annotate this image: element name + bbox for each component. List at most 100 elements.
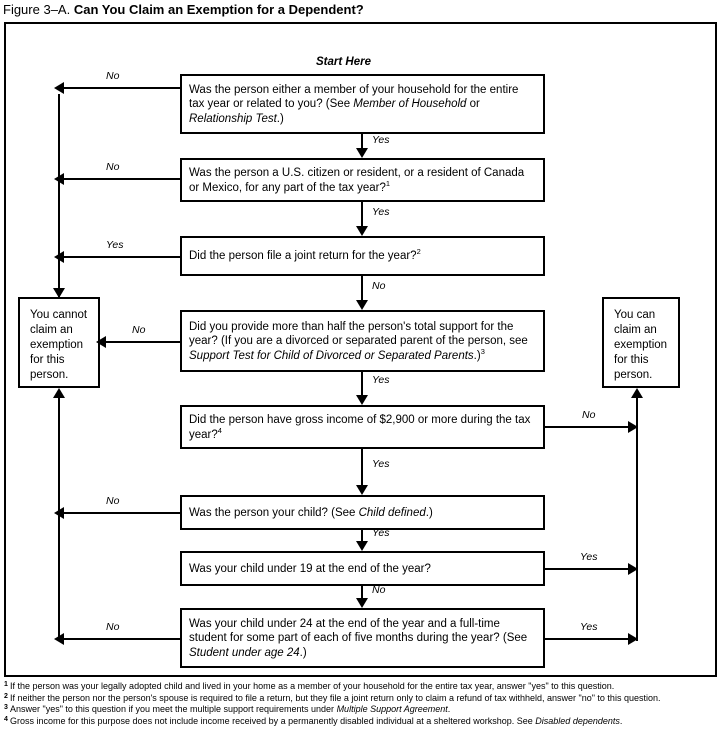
edge-q6-no-line xyxy=(64,512,180,514)
edge-q4-yes-arrow xyxy=(356,395,368,405)
figure-caption: Can You Claim an Exemption for a Depende… xyxy=(73,2,364,17)
can-claim-text: You can claim an exemption for this pers… xyxy=(614,309,668,381)
question-box-citizen-or-resident[interactable]: Was the person a U.S. citizen or residen… xyxy=(180,158,545,202)
footnote-4-text-part1: Gross income for this purpose does not i… xyxy=(10,715,536,726)
edge-q3-no-line xyxy=(361,276,363,300)
q8-text-part2: .) xyxy=(299,646,307,659)
left-rail-arrow-into-cannot-top xyxy=(53,288,65,298)
q7-text: Was your child under 19 at the end of th… xyxy=(189,562,431,575)
q6-text-part1: Was the person your child? (See xyxy=(189,506,359,519)
terminal-box-can-claim[interactable]: You can claim an exemption for this pers… xyxy=(602,297,680,388)
question-box-support-test[interactable]: Did you provide more than half the perso… xyxy=(180,310,545,372)
question-box-person-your-child[interactable]: Was the person your child? (See Child de… xyxy=(180,495,545,530)
edge-q2-yes-arrow xyxy=(356,226,368,236)
edge-q5-no-arrow xyxy=(628,421,638,433)
footnote-4-italic-disabled-dependents: Disabled dependents xyxy=(535,715,620,726)
q4-text-part2: .) xyxy=(473,349,481,362)
q1-italic-member-of-household: Member of Household xyxy=(353,98,467,111)
left-rail-upper xyxy=(58,94,60,299)
edge-q5-yes-line xyxy=(361,449,363,485)
edge-label-q4-no: No xyxy=(132,324,146,336)
q2-text: Was the person a U.S. citizen or residen… xyxy=(189,167,525,194)
question-box-child-under-24-student[interactable]: Was your child under 24 at the end of th… xyxy=(180,608,545,668)
footnote-2-marker: 2 xyxy=(4,692,8,700)
edge-q3-yes-line xyxy=(64,256,180,258)
edge-label-q5-no: No xyxy=(582,409,596,421)
q1-text-part3: .) xyxy=(276,112,284,125)
edge-label-q8-no: No xyxy=(106,621,120,633)
edge-q4-no-arrow xyxy=(96,336,106,348)
footnote-4: 4 Gross income for this purpose does not… xyxy=(4,716,718,728)
page-title: Figure 3–A. Can You Claim an Exemption f… xyxy=(3,2,713,20)
q3-footnote-ref: 2 xyxy=(416,247,421,257)
footnote-4-text-part2: . xyxy=(619,715,623,726)
edge-label-q2-yes: Yes xyxy=(372,206,390,218)
edge-label-q8-yes: Yes xyxy=(580,621,598,633)
edge-label-q3-yes: Yes xyxy=(106,239,124,251)
footnote-3: 3 Answer "yes" to this question if you m… xyxy=(4,704,718,716)
edge-q5-no-line xyxy=(545,426,630,428)
footnote-1-marker: 1 xyxy=(4,681,8,688)
edge-q7-no-line xyxy=(361,586,363,598)
edge-q5-yes-arrow xyxy=(356,485,368,495)
question-box-child-under-19[interactable]: Was your child under 19 at the end of th… xyxy=(180,551,545,586)
q6-italic-child-defined: Child defined xyxy=(358,506,426,519)
footnote-3-text-part2: . xyxy=(447,704,451,715)
edge-q7-yes-arrow xyxy=(628,563,638,575)
q1-text-part1: Was the person either a member of your h… xyxy=(189,83,519,111)
footnote-2-text: If neither the person nor the person's s… xyxy=(10,692,661,703)
q1-italic-relationship-test: Relationship Test xyxy=(189,112,277,125)
edge-q1-yes-arrow xyxy=(356,148,368,158)
edge-label-q6-yes: Yes xyxy=(372,527,390,539)
footnote-1-text: If the person was your legally adopted c… xyxy=(10,681,615,691)
flowchart-frame: Start Here Was the person either a membe… xyxy=(4,22,717,677)
edge-q2-no-line xyxy=(64,178,180,180)
q3-text: Did the person file a joint return for t… xyxy=(189,250,417,263)
edge-label-q1-yes: Yes xyxy=(372,134,390,146)
question-box-household-or-relationship[interactable]: Was the person either a member of your h… xyxy=(180,74,545,134)
footnote-2: 2 If neither the person nor the person's… xyxy=(4,693,718,705)
edge-q1-no-arrow xyxy=(54,82,64,94)
edge-q7-yes-line xyxy=(545,568,630,570)
q2-footnote-ref: 1 xyxy=(385,178,391,188)
edge-q1-no-line xyxy=(64,87,180,89)
q4-italic-support-test: Support Test for Child of Divorced or Se… xyxy=(189,349,474,362)
footnote-4-marker: 4 xyxy=(4,715,8,723)
q4-footnote-ref: 3 xyxy=(480,346,485,356)
edge-q7-no-arrow xyxy=(356,598,368,608)
edge-q8-no-arrow xyxy=(54,633,64,645)
q6-text-part2: .) xyxy=(425,506,433,519)
edge-label-q1-no: No xyxy=(106,70,120,82)
q8-italic-student-under-age-24: Student under age 24 xyxy=(189,646,300,659)
start-here-label: Start Here xyxy=(316,56,371,68)
edge-q8-yes-arrow xyxy=(628,633,638,645)
figure-label: Figure 3–A. xyxy=(3,2,71,17)
question-box-gross-income[interactable]: Did the person have gross income of $2,9… xyxy=(180,405,545,449)
edge-label-q6-no: No xyxy=(106,495,120,507)
edge-q3-yes-arrow xyxy=(54,251,64,263)
edge-q4-yes-line xyxy=(361,372,363,395)
edge-q2-yes-line xyxy=(361,202,363,228)
q5-footnote-ref: 4 xyxy=(217,425,222,435)
edge-label-q2-no: No xyxy=(106,161,120,173)
footnote-1: 1 If the person was your legally adopted… xyxy=(4,681,718,693)
q8-text-part1: Was your child under 24 at the end of th… xyxy=(189,617,528,645)
edge-q6-no-arrow xyxy=(54,507,64,519)
right-rail xyxy=(636,398,638,641)
edge-label-q3-no: No xyxy=(372,280,386,292)
edge-q6-yes-arrow xyxy=(356,541,368,551)
edge-label-q7-no: No xyxy=(372,584,386,596)
q5-text: Did the person have gross income of $2,9… xyxy=(189,414,531,441)
edge-q3-no-arrow xyxy=(356,300,368,310)
edge-q8-no-line xyxy=(64,638,180,640)
edge-q4-no-line xyxy=(106,341,180,343)
edge-label-q7-yes: Yes xyxy=(580,551,598,563)
cannot-claim-text: You cannot claim an exemption for this p… xyxy=(30,309,88,381)
terminal-box-cannot-claim[interactable]: You cannot claim an exemption for this p… xyxy=(18,297,100,388)
footnote-3-text-part1: Answer "yes" to this question if you mee… xyxy=(10,704,337,715)
question-box-joint-return[interactable]: Did the person file a joint return for t… xyxy=(180,236,545,276)
q1-text-part2: or xyxy=(466,98,480,111)
edge-q6-yes-line xyxy=(361,530,363,541)
edge-q1-yes-line xyxy=(361,134,363,150)
